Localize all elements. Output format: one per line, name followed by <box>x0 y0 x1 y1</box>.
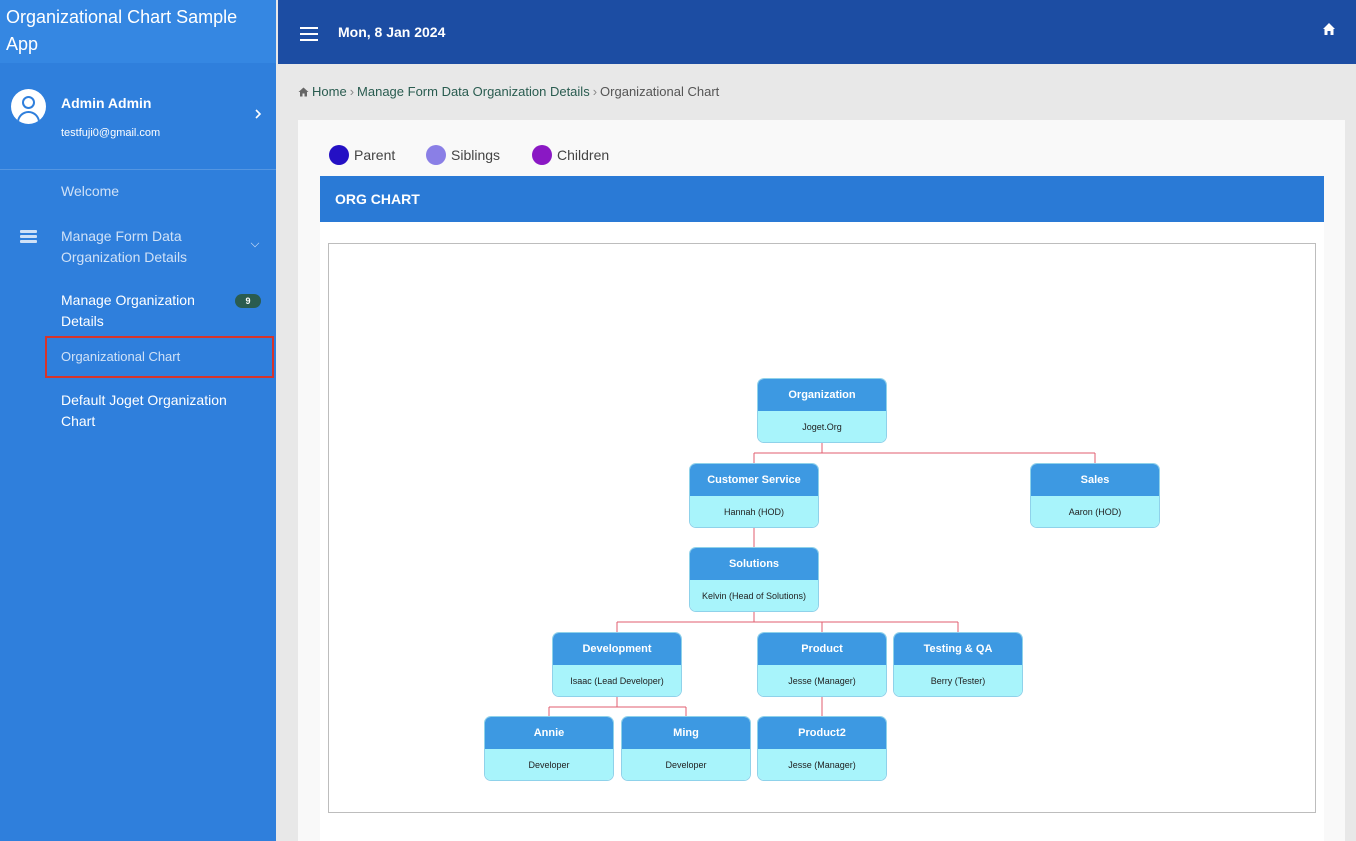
org-node-subtitle: Joget.Org <box>758 411 886 442</box>
org-node-title: Ming <box>622 717 750 749</box>
org-node-title: Customer Service <box>690 464 818 496</box>
legend-dot <box>532 145 552 165</box>
org-node-subtitle: Aaron (HOD) <box>1031 496 1159 527</box>
org-node-subtitle: Developer <box>622 749 750 780</box>
org-node-subtitle: Jesse (Manager) <box>758 749 886 780</box>
legend-item-parent: Parent <box>329 145 395 165</box>
chevron-down-icon[interactable] <box>250 238 260 248</box>
breadcrumb: Home›Manage Form Data Organization Detai… <box>298 84 719 99</box>
org-node-subtitle: Hannah (HOD) <box>690 496 818 527</box>
sidebar-item-organizational-chart[interactable]: Organizational Chart <box>45 336 274 378</box>
legend-dot <box>426 145 446 165</box>
sidebar-item-manage-organization[interactable]: Manage Organization Details <box>61 292 195 329</box>
sidebar-item-manage-form-data[interactable]: Manage Form Data Organization Details <box>61 228 188 265</box>
org-node-title: Sales <box>1031 464 1159 496</box>
sidebar-item-welcome[interactable]: Welcome <box>61 183 120 199</box>
legend-dot <box>329 145 349 165</box>
card-header: ORG CHART <box>320 176 1324 222</box>
chevron-right-icon: › <box>592 84 598 99</box>
main-panel: Parent Siblings Children ORG CHART Organ… <box>298 120 1345 841</box>
chevron-right-icon[interactable] <box>252 107 264 121</box>
home-icon[interactable] <box>1322 22 1336 36</box>
org-node-title: Product <box>758 633 886 665</box>
sidebar: Organizational Chart Sample App Admin Ad… <box>0 0 276 841</box>
sidebar-item-default-org-chart[interactable]: Default Joget Organization Chart <box>61 392 227 429</box>
org-chart-connectors <box>548 443 1096 716</box>
breadcrumb-current: Organizational Chart <box>600 84 720 99</box>
profile-email: testfuji0@gmail.com <box>61 127 161 139</box>
chevron-right-icon: › <box>349 84 355 99</box>
avatar-icon <box>11 89 46 124</box>
legend-item-children: Children <box>532 145 609 165</box>
org-node-subtitle: Kelvin (Head of Solutions) <box>690 580 818 611</box>
org-node-title: Organization <box>758 379 886 411</box>
org-node-subtitle: Jesse (Manager) <box>758 665 886 696</box>
server-icon <box>20 230 37 244</box>
profile-name: Admin Admin <box>61 95 152 111</box>
org-node-title: Annie <box>485 717 613 749</box>
org-node-subtitle: Isaac (Lead Developer) <box>553 665 681 696</box>
user-profile[interactable]: Admin Admin testfuji0@gmail.com <box>0 63 276 170</box>
current-date: Mon, 8 Jan 2024 <box>338 24 446 40</box>
home-icon <box>298 87 309 97</box>
org-node-title: Solutions <box>690 548 818 580</box>
menu-toggle-icon[interactable] <box>300 27 318 41</box>
breadcrumb-home[interactable]: Home <box>312 84 347 99</box>
legend-item-siblings: Siblings <box>426 145 500 165</box>
org-node-subtitle: Developer <box>485 749 613 780</box>
org-node-subtitle: Berry (Tester) <box>894 665 1022 696</box>
breadcrumb-manage-form-data[interactable]: Manage Form Data Organization Details <box>357 84 590 99</box>
org-node-title: Product2 <box>758 717 886 749</box>
org-node-title: Testing & QA <box>894 633 1022 665</box>
topbar: Mon, 8 Jan 2024 <box>278 0 1356 64</box>
org-node-title: Development <box>553 633 681 665</box>
app-title: Organizational Chart Sample App <box>0 0 276 63</box>
count-badge: 9 <box>235 294 261 308</box>
